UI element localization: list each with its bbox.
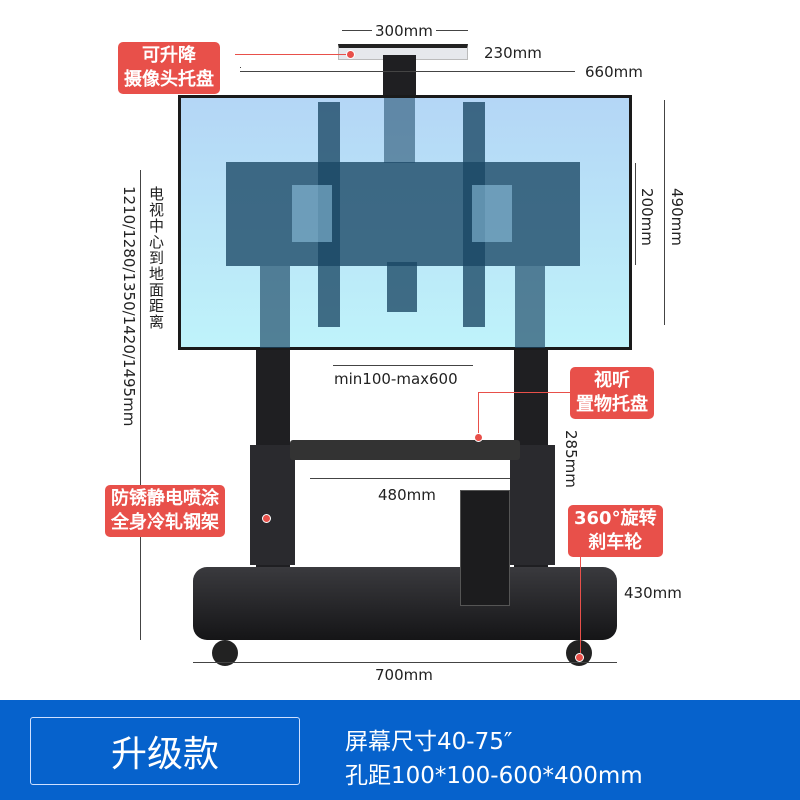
camera-tray-marker-dot	[346, 50, 355, 59]
shelf-width-dim: 480mm	[378, 486, 436, 504]
av-tray-marker-dot	[474, 433, 483, 442]
frame-marker-dot	[262, 514, 271, 523]
model-badge: 升级款	[30, 717, 300, 785]
center-height-values: 1210/1280/1350/1420/1495mm	[120, 186, 138, 427]
screen-size-spec: 屏幕尺寸40-75″	[345, 729, 513, 755]
vesa-range-dim: min100-max600	[334, 370, 458, 388]
mount-slider	[387, 262, 417, 312]
wheel-marker-dot	[575, 653, 584, 662]
mount-window-left	[292, 185, 332, 242]
av-tray-callout: 视听 置物托盘	[570, 367, 654, 419]
wheel-left	[212, 640, 238, 666]
spec-banner	[0, 700, 800, 800]
mount-window-right	[472, 185, 512, 242]
leg-behind-right	[515, 266, 545, 348]
wheels-callout: 360°旋转 刹车轮	[568, 505, 663, 557]
shelf-height-dim: 285mm	[562, 430, 580, 488]
brace-right	[510, 445, 555, 565]
mount-plate	[226, 162, 580, 266]
pc-tower	[460, 490, 510, 606]
bracket-plate-dim: 200mm	[638, 188, 656, 246]
av-shelf	[290, 440, 520, 460]
camera-tray-callout: 可升降 摄像头托盘	[118, 42, 220, 94]
camera-depth-dim: 230mm	[484, 44, 542, 62]
base	[193, 567, 617, 640]
center-height-label: 电视中心到地面距离	[147, 186, 165, 330]
column-height-dim: 660mm	[585, 63, 643, 81]
base-depth-dim: 430mm	[624, 584, 682, 602]
camera-width-dim: 300mm	[372, 22, 436, 40]
bracket-height-dim: 490mm	[668, 188, 686, 246]
center-column-behind	[384, 98, 415, 163]
hole-spacing-spec: 孔距100*100-600*400mm	[345, 763, 643, 789]
brace-left	[250, 445, 295, 565]
base-width-dim: 700mm	[372, 666, 436, 684]
frame-callout: 防锈静电喷涂 全身冷轧钢架	[105, 485, 225, 537]
leg-behind-left	[260, 266, 290, 348]
